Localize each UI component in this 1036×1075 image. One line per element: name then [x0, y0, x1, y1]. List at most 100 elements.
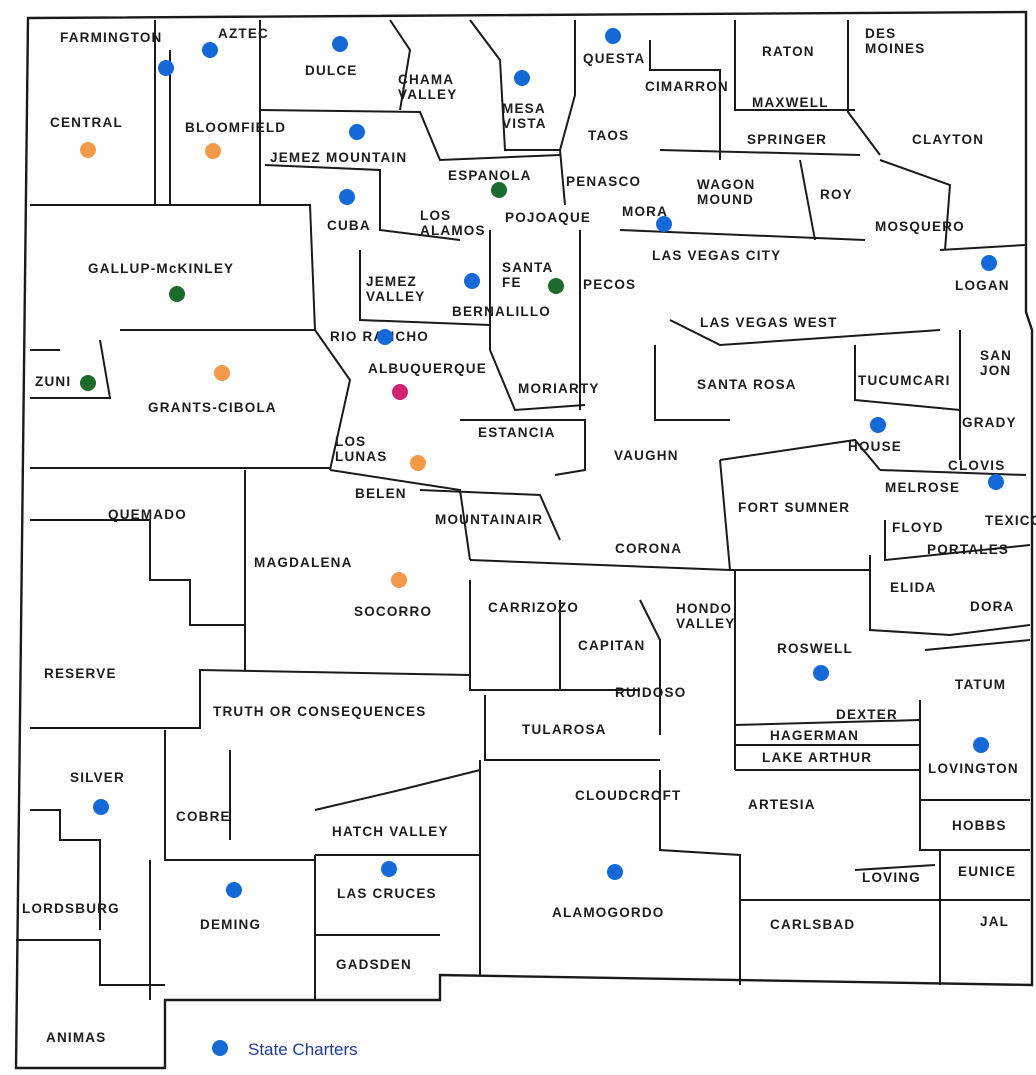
district-label-tatum: TATUM [955, 677, 1006, 692]
district-label-carrizozo: CARRIZOZO [488, 600, 579, 615]
district-label-taos: TAOS [588, 128, 629, 143]
district-label-socorro: SOCORRO [354, 604, 432, 619]
district-label-line: DES [865, 26, 896, 41]
district-label-pecos: PECOS [583, 277, 636, 292]
district-label-corona: CORONA [615, 541, 682, 556]
district-label-quemado: QUEMADO [108, 507, 187, 522]
district-label-vaughn: VAUGHN [614, 448, 679, 463]
district-label-belen: BELEN [355, 486, 407, 501]
district-marker-logan [981, 255, 997, 271]
district-label-line: VISTA [502, 116, 547, 131]
district-marker-dulce [332, 36, 348, 52]
district-label-logan: LOGAN [955, 278, 1010, 293]
district-label-mora: MORA [622, 204, 668, 219]
district-label-line: LOS [420, 208, 451, 223]
district-label-penasco: PENASCO [566, 174, 641, 189]
district-label-central: CENTRAL [50, 115, 123, 130]
district-label-fort-sumner: FORT SUMNER [738, 500, 850, 515]
district-label-clovis: CLOVIS [948, 458, 1005, 473]
district-label-lovington: LOVINGTON [928, 761, 1019, 776]
district-marker-las-cruces [381, 861, 397, 877]
district-label-zuni: ZUNI [35, 374, 71, 389]
state-border [14, 10, 1034, 1070]
district-label-alamogordo: ALAMOGORDO [552, 905, 665, 920]
district-label-dora: DORA [970, 599, 1015, 614]
district-marker-silver [93, 799, 109, 815]
district-label-bernalillo: BERNALILLO [452, 304, 551, 319]
district-marker-bernalillo [464, 273, 480, 289]
district-label-santa-rosa: SANTA ROSA [697, 377, 797, 392]
district-label-line: SAN [980, 348, 1012, 363]
legend: State Charters [212, 1040, 358, 1059]
district-marker-albuquerque [392, 384, 408, 400]
district-marker-gallup-mckinley [169, 286, 185, 302]
district-marker-deming [226, 882, 242, 898]
district-label-line: MOINES [865, 41, 925, 56]
district-label-cimarron: CIMARRON [645, 79, 729, 94]
district-label-line: MOUND [697, 192, 754, 207]
district-label-las-vegas-west: LAS VEGAS WEST [700, 315, 838, 330]
district-label-albuquerque: ALBUQUERQUE [368, 361, 487, 376]
district-marker-bloomfield [205, 143, 221, 159]
district-label-mountainair: MOUNTAINAIR [435, 512, 543, 527]
district-marker-belen [410, 455, 426, 471]
district-marker-questa [605, 28, 621, 44]
district-label-cloudcroft: CLOUDCROFT [575, 788, 682, 803]
district-label-elida: ELIDA [890, 580, 937, 595]
district-label-line: CHAMA [398, 72, 454, 87]
district-marker-mesa-vista [514, 70, 530, 86]
district-label-capitan: CAPITAN [578, 638, 645, 653]
district-label-springer: SPRINGER [747, 132, 827, 147]
district-label-gallup-mckinley: GALLUP-McKINLEY [88, 261, 234, 276]
district-label-line: VALLEY [676, 616, 735, 631]
district-label-grants-cibola: GRANTS-CIBOLA [148, 400, 277, 415]
district-label-roy: ROY [820, 187, 853, 202]
district-label-maxwell: MAXWELL [752, 95, 829, 110]
district-label-hagerman: HAGERMAN [770, 728, 859, 743]
district-marker-cuba [339, 189, 355, 205]
district-label-roswell: ROSWELL [777, 641, 853, 656]
district-marker-lovington [973, 737, 989, 753]
district-label-line: FE [502, 275, 522, 290]
district-label-jal: JAL [980, 914, 1009, 929]
district-label-reserve: RESERVE [44, 666, 117, 681]
district-label-line: LOS [335, 434, 366, 449]
district-label-loving: LOVING [862, 870, 921, 885]
district-label-line: WAGON [697, 177, 756, 192]
district-marker-mora [656, 216, 672, 232]
district-label-estancia: ESTANCIA [478, 425, 556, 440]
district-marker-aztec [202, 42, 218, 58]
district-marker-roswell [813, 665, 829, 681]
district-label-cobre: COBRE [176, 809, 231, 824]
district-markers [80, 28, 1004, 898]
district-label-las-vegas-city: LAS VEGAS CITY [652, 248, 781, 263]
district-label-tucumcari: TUCUMCARI [858, 373, 951, 388]
district-label-house: HOUSE [848, 439, 902, 454]
district-label-gadsden: GADSDEN [336, 957, 412, 972]
district-marker-grants-cibola [214, 365, 230, 381]
district-label-aztec: AZTEC [218, 26, 269, 41]
district-marker-rio-rancho [377, 329, 393, 345]
district-marker-house [870, 417, 886, 433]
district-label-artesia: ARTESIA [748, 797, 816, 812]
legend-state-charters-label: State Charters [248, 1040, 358, 1059]
district-label-mosquero: MOSQUERO [875, 219, 965, 234]
district-marker-clovis [988, 474, 1004, 490]
district-label-line: HONDO [676, 601, 732, 616]
district-marker-central [80, 142, 96, 158]
district-label-melrose: MELROSE [885, 480, 960, 495]
district-label-tularosa: TULAROSA [522, 722, 607, 737]
district-label-clayton: CLAYTON [912, 132, 984, 147]
district-label-jemez-mountain: JEMEZ MOUNTAIN [270, 150, 407, 165]
district-marker-farmington [158, 60, 174, 76]
district-label-line: JEMEZ [366, 274, 417, 289]
